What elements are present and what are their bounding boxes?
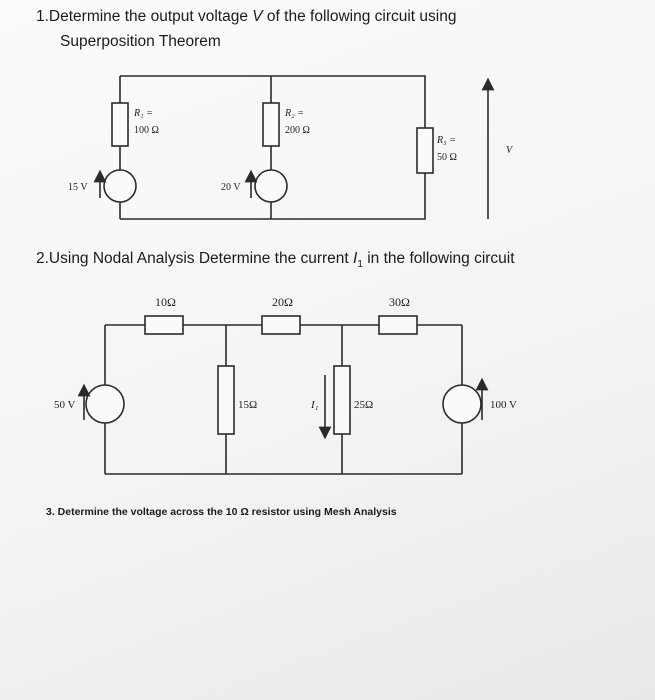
resistor-25ohm <box>333 365 351 435</box>
resistor-20ohm <box>261 315 301 335</box>
r1-value: 100 Ω <box>134 125 159 136</box>
r2-name: R₂ = <box>284 108 304 119</box>
label-15ohm: 15Ω <box>238 399 257 411</box>
circuit-2-wires <box>104 324 463 475</box>
question-1-line-1: 1.Determine the output voltage V of the … <box>36 8 457 25</box>
circuit-1: R₁ = 100 Ω R₂ = 200 Ω R₃ = 50 Ω 15 V 20 … <box>68 75 514 220</box>
resistor-r1 <box>111 102 129 147</box>
source-15v-label: 15 V <box>68 182 88 193</box>
resistor-30ohm <box>378 315 418 335</box>
label-30ohm: 30Ω <box>389 295 410 309</box>
r3-name: R₃ = <box>436 135 456 146</box>
r1-name: R₁ = <box>133 108 153 119</box>
output-voltage-label: V <box>506 145 514 156</box>
label-50v: 50 V <box>54 399 76 411</box>
label-current-i1: I₁ <box>310 399 319 411</box>
source-20v-label: 20 V <box>221 182 241 193</box>
resistor-15ohm <box>217 365 235 435</box>
label-25ohm: 25Ω <box>354 399 373 411</box>
label-20ohm: 20Ω <box>272 295 293 309</box>
label-100v: 100 V <box>490 399 517 411</box>
r2-value: 200 Ω <box>285 125 310 136</box>
voltage-source-100v <box>442 384 482 424</box>
r3-value: 50 Ω <box>437 152 457 163</box>
question-3: 3. Determine the voltage across the 10 Ω… <box>46 506 397 518</box>
resistor-10ohm <box>144 315 184 335</box>
question-2: 2.Using Nodal Analysis Determine the cur… <box>36 250 515 271</box>
circuit-2: 10Ω 20Ω 30Ω 15Ω 25Ω I₁ 50 V 100 V <box>54 295 517 475</box>
voltage-source-20v <box>254 169 288 203</box>
resistor-r3 <box>416 127 434 174</box>
resistor-r2 <box>262 102 280 147</box>
label-10ohm: 10Ω <box>155 295 176 309</box>
voltage-source-15v <box>103 169 137 203</box>
voltage-source-50v <box>85 384 125 424</box>
circuit-1-wires <box>119 75 426 220</box>
question-1-line-2: Superposition Theorem <box>60 33 221 50</box>
